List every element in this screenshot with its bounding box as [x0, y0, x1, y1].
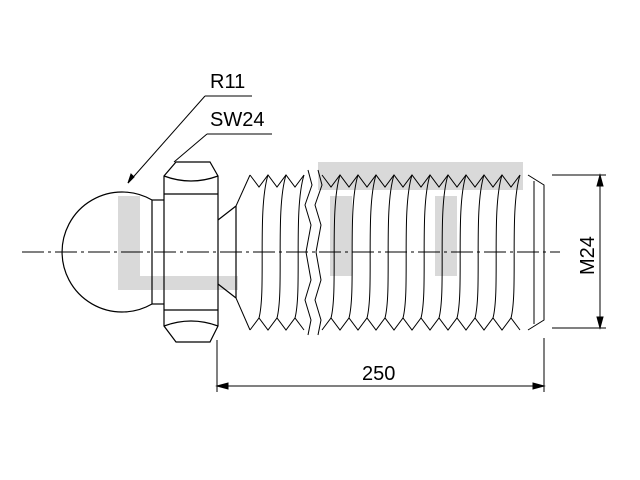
thread-helix-line: [384, 174, 395, 319]
thread-helix-line: [510, 174, 521, 319]
wrench-size-leader: [173, 133, 272, 163]
thread-helix-line: [438, 174, 449, 319]
thread-helix-line: [492, 174, 503, 319]
wrench-size-label: SW24: [210, 109, 264, 131]
thread-helix-line: [348, 174, 359, 319]
break-marks: [304, 169, 323, 336]
watermark: [118, 162, 523, 290]
thread-end-chamfer: [527, 174, 545, 331]
thread-helix-line: [402, 174, 413, 319]
radius-leader: [127, 95, 252, 184]
thread-start: [235, 297, 251, 331]
thread-helix-line: [456, 174, 467, 319]
thread-helix-line: [366, 174, 377, 319]
threaded-shaft: [235, 174, 545, 331]
ball-head: [61, 191, 164, 313]
thread-helix-line: [474, 174, 485, 319]
thread-helix-line: [420, 174, 431, 319]
thread-bottom-profile: [249, 317, 305, 331]
stud-neck: [217, 205, 237, 299]
length-label: 250: [362, 363, 395, 385]
thread-diameter-label: M24: [577, 236, 599, 275]
length-dimension: [215, 338, 546, 392]
thread-diameter-dimension: [552, 173, 606, 330]
thread-top-profile: [321, 174, 521, 188]
hex-nut: [163, 161, 219, 343]
thread-helix-line: [330, 174, 341, 319]
thread-helix-line: [258, 174, 269, 319]
thread-bottom-profile: [321, 317, 521, 331]
thread-top-profile: [249, 174, 305, 188]
thread-helix-line: [276, 174, 287, 319]
thread-start: [235, 174, 251, 207]
radius-label: R11: [210, 71, 245, 93]
thread-helix-line: [294, 174, 305, 319]
